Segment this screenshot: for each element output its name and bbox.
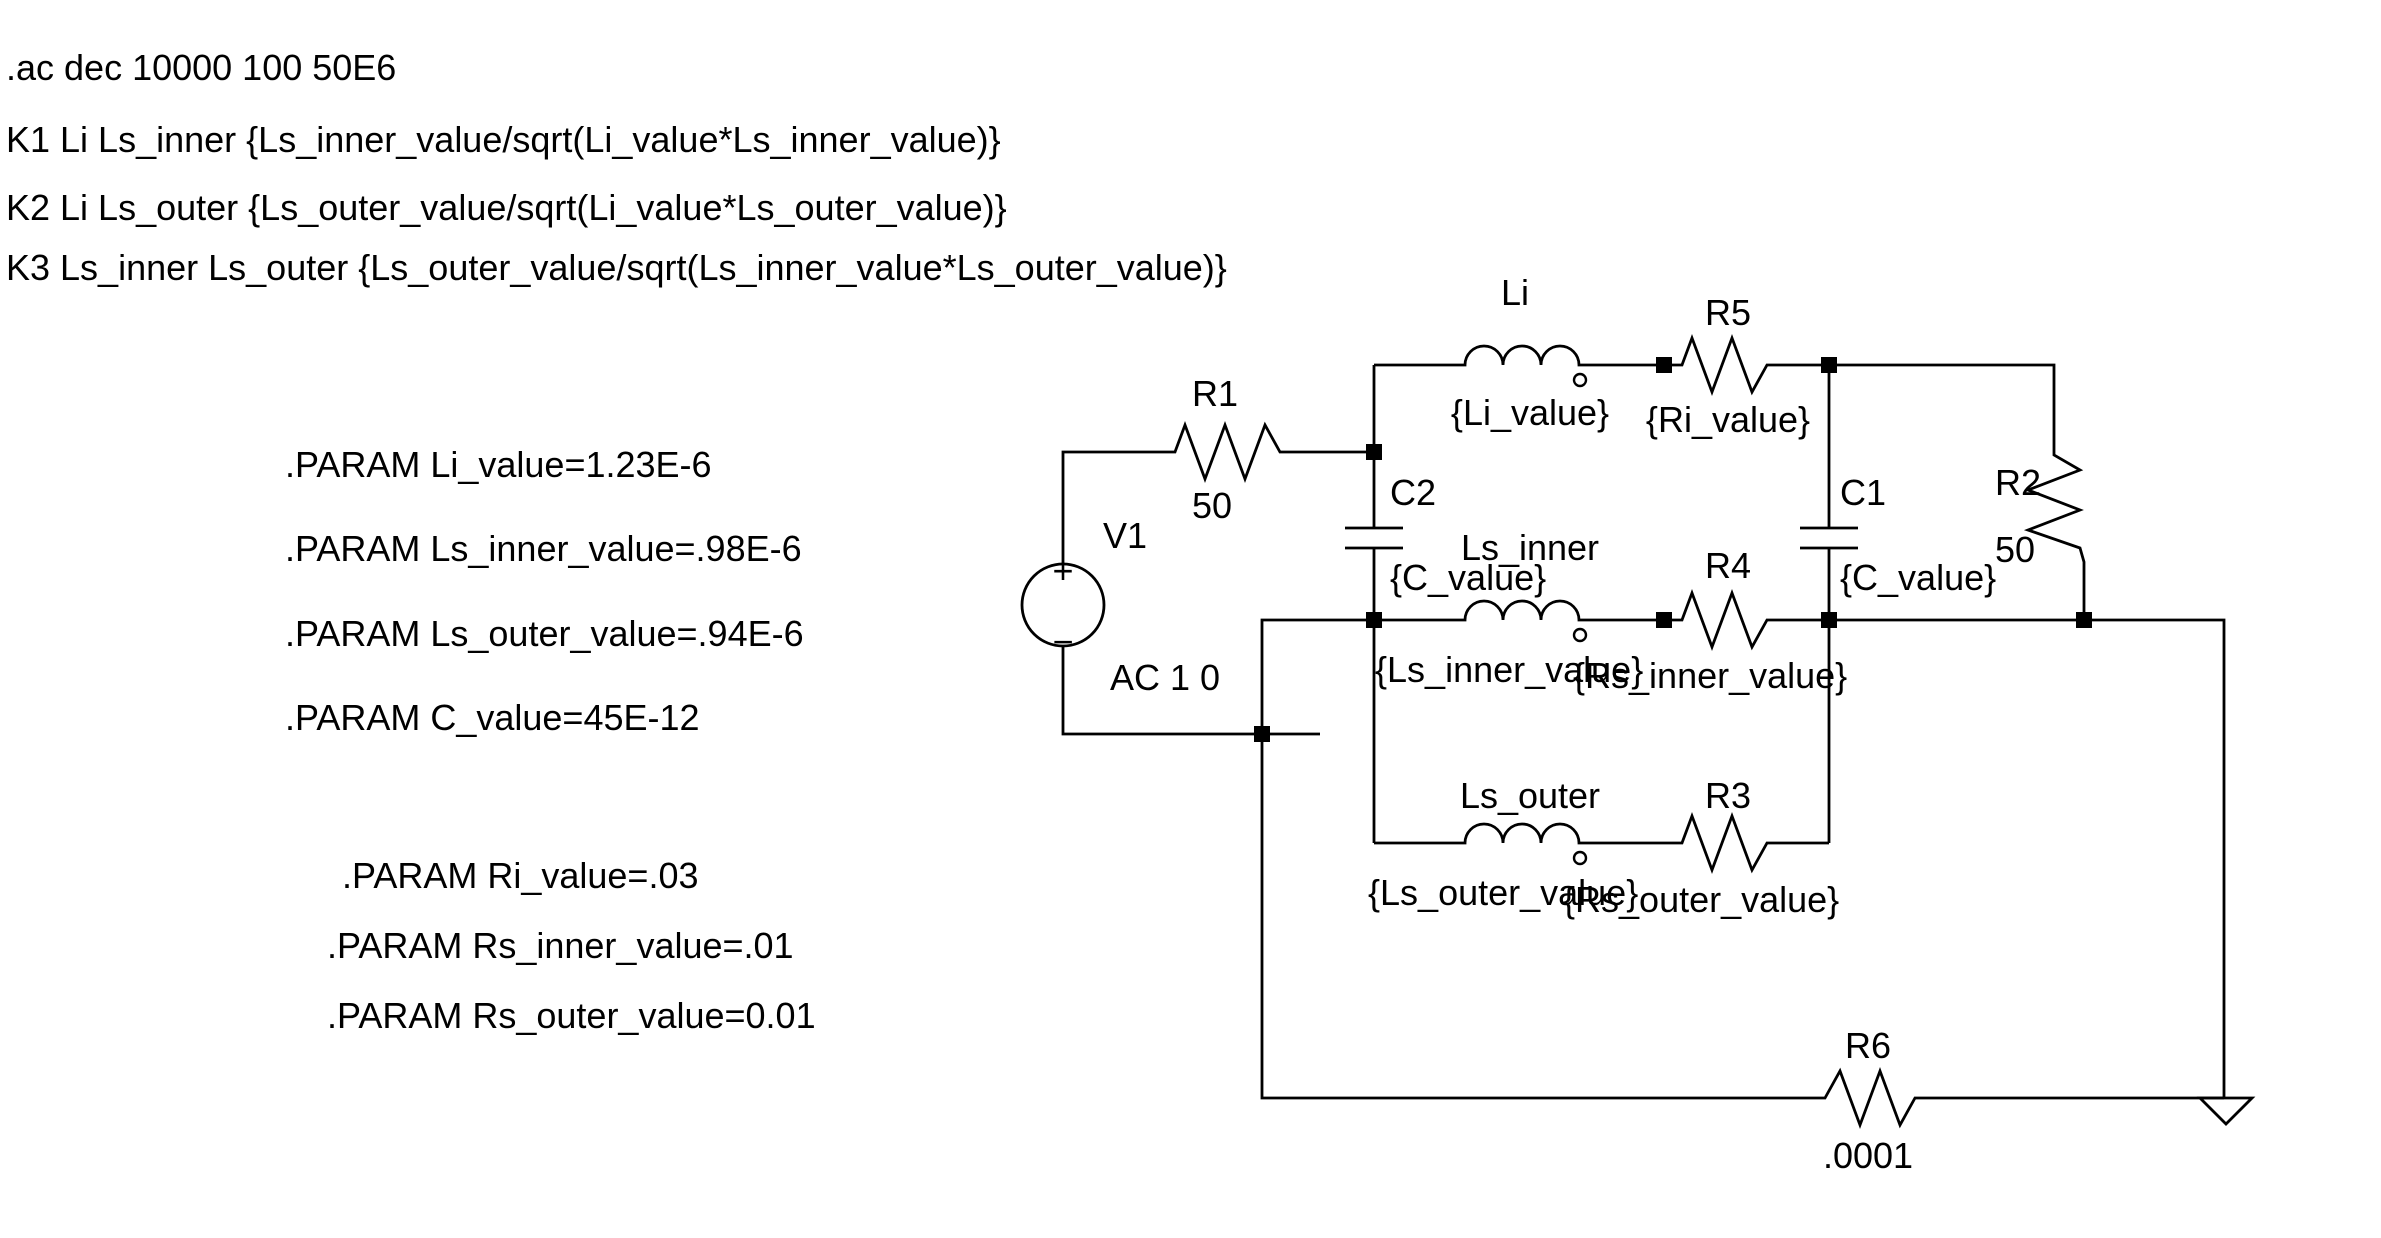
junction-dot bbox=[1254, 726, 1270, 742]
v1-source-symbol bbox=[1020, 562, 1106, 648]
r2-symbol bbox=[2023, 445, 2086, 575]
li-label: Li bbox=[1501, 272, 1529, 313]
junction-dot bbox=[1821, 357, 1837, 373]
ls-inner-symbol bbox=[1460, 599, 1600, 622]
ls-inner-value: {Ls_inner_value} bbox=[1375, 649, 1643, 690]
v1-label: V1 bbox=[1103, 515, 1147, 556]
k2-directive[interactable]: K2 Li Ls_outer {Ls_outer_value/sqrt(Li_v… bbox=[6, 187, 1007, 228]
ac-directive[interactable]: .ac dec 10000 100 50E6 bbox=[6, 47, 396, 88]
junction-dots bbox=[1254, 357, 2092, 742]
param-ls-inner-value[interactable]: .PARAM Ls_inner_value=.98E-6 bbox=[285, 528, 802, 569]
r1-label: R1 bbox=[1192, 373, 1238, 414]
param-rs-inner-value[interactable]: .PARAM Rs_inner_value=.01 bbox=[327, 925, 794, 966]
k3-directive[interactable]: K3 Ls_inner Ls_outer {Ls_outer_value/sqr… bbox=[6, 247, 1227, 288]
r5-value: {Ri_value} bbox=[1646, 399, 1810, 440]
param-ls-outer-value[interactable]: .PARAM Ls_outer_value=.94E-6 bbox=[285, 613, 804, 654]
junction-dot bbox=[1366, 444, 1382, 460]
wire-node-b-up bbox=[1260, 618, 1374, 734]
ls-inner-inductor[interactable]: Ls_inner {Ls_inner_value} bbox=[1375, 527, 1643, 690]
r5-resistor[interactable]: R5 {Ri_value} bbox=[1646, 292, 1810, 440]
r5-symbol bbox=[1672, 333, 1780, 397]
c1-label: C1 bbox=[1840, 472, 1886, 513]
r3-value: {Rs_outer_value} bbox=[1563, 879, 1839, 920]
wire-v1-bottom bbox=[1061, 646, 1320, 736]
param-li-value[interactable]: .PARAM Li_value=1.23E-6 bbox=[285, 444, 712, 485]
li-symbol bbox=[1460, 344, 1600, 367]
r4-resistor[interactable]: R4 {Rs_inner_value} bbox=[1573, 545, 1847, 696]
k1-directive[interactable]: K1 Li Ls_inner {Ls_inner_value/sqrt(Li_v… bbox=[6, 119, 1001, 160]
wire-mid-right bbox=[1780, 618, 2226, 1098]
junction-dot bbox=[2076, 612, 2092, 628]
r6-label: R6 bbox=[1845, 1025, 1891, 1066]
c2-label: C2 bbox=[1390, 472, 1436, 513]
r4-value: {Rs_inner_value} bbox=[1573, 655, 1847, 696]
li-inductor[interactable]: Li {Li_value} bbox=[1451, 272, 1609, 433]
r2-label: R2 bbox=[1995, 462, 2041, 503]
ls-outer-label: Ls_outer bbox=[1460, 775, 1600, 816]
v1-minus-sign: − bbox=[1052, 621, 1073, 662]
wires bbox=[1061, 363, 2226, 1100]
r1-symbol bbox=[1165, 420, 1290, 484]
ground-symbol[interactable] bbox=[2196, 1096, 2256, 1126]
c2-value: {C_value} bbox=[1390, 557, 1546, 598]
r1-value: 50 bbox=[1192, 485, 1232, 526]
wire-r6-left bbox=[1260, 734, 1815, 1100]
c1-capacitor[interactable]: C1 {C_value} bbox=[1800, 472, 1996, 598]
ls-inner-dot bbox=[1572, 627, 1588, 643]
v1-plus-sign: + bbox=[1052, 550, 1073, 591]
r3-label: R3 bbox=[1705, 775, 1751, 816]
wire-v1-top bbox=[1061, 450, 1165, 564]
param-ri-value[interactable]: .PARAM Ri_value=.03 bbox=[342, 855, 699, 896]
ls-outer-value: {Ls_outer_value} bbox=[1368, 872, 1638, 913]
c2-capacitor[interactable]: C2 {C_value} bbox=[1345, 472, 1546, 598]
ls-outer-dot bbox=[1572, 850, 1588, 866]
v1-value: AC 1 0 bbox=[1110, 657, 1220, 698]
ls-outer-symbol bbox=[1460, 822, 1600, 845]
r6-value: .0001 bbox=[1823, 1135, 1913, 1176]
junction-dot bbox=[1366, 612, 1382, 628]
c1-value: {C_value} bbox=[1840, 557, 1996, 598]
r4-symbol bbox=[1672, 588, 1780, 652]
r2-resistor[interactable]: R2 50 bbox=[1995, 445, 2086, 575]
r2-value: 50 bbox=[1995, 529, 2035, 570]
r6-symbol bbox=[1815, 1066, 1925, 1130]
r5-label: R5 bbox=[1705, 292, 1751, 333]
v1-voltage-source[interactable]: + − V1 AC 1 0 bbox=[1020, 515, 1220, 698]
r3-symbol bbox=[1672, 811, 1780, 875]
junction-dot bbox=[1656, 612, 1672, 628]
r6-resistor[interactable]: R6 .0001 bbox=[1815, 1025, 1925, 1176]
ls-outer-inductor[interactable]: Ls_outer {Ls_outer_value} bbox=[1368, 775, 1638, 913]
li-value: {Li_value} bbox=[1451, 392, 1609, 433]
junction-dot bbox=[1656, 357, 1672, 373]
li-dot bbox=[1572, 372, 1588, 388]
junction-dot bbox=[1821, 612, 1837, 628]
r1-resistor[interactable]: R1 50 bbox=[1165, 373, 1290, 526]
ls-inner-label: Ls_inner bbox=[1461, 527, 1599, 568]
wire-top-right bbox=[1780, 363, 2056, 445]
param-c-value[interactable]: .PARAM C_value=45E-12 bbox=[285, 697, 700, 738]
r4-label: R4 bbox=[1705, 545, 1751, 586]
param-rs-outer-value[interactable]: .PARAM Rs_outer_value=0.01 bbox=[327, 995, 816, 1036]
r3-resistor[interactable]: R3 {Rs_outer_value} bbox=[1563, 775, 1839, 920]
